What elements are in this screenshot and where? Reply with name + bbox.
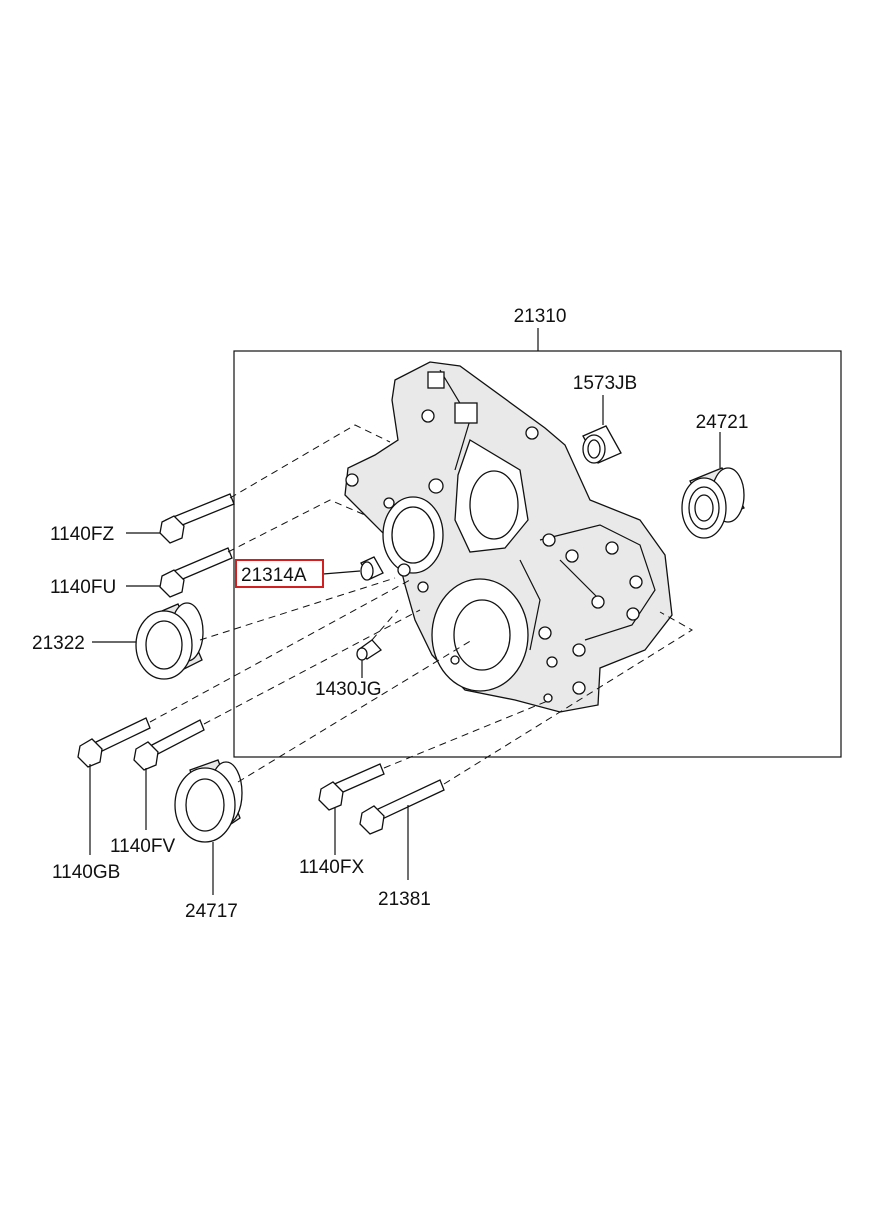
bolt-icon[interactable] [77, 717, 151, 768]
dash-24717 [237, 639, 473, 783]
label-21310[interactable]: 21310 [514, 306, 567, 327]
label-21322[interactable]: 21322 [32, 633, 85, 654]
label-1140fx[interactable]: 1140FX [299, 857, 364, 878]
leader-21314a [322, 570, 361, 575]
label-24721[interactable]: 24721 [696, 412, 749, 433]
dash-1140gb [149, 579, 411, 723]
bearing-icon[interactable] [681, 467, 745, 539]
seal-ring-icon[interactable] [135, 602, 204, 680]
dash-1430jg [371, 609, 399, 641]
bolt-icon[interactable] [159, 547, 233, 598]
label-1573jb[interactable]: 1573JB [573, 373, 637, 394]
dash-1140fv [203, 609, 421, 725]
label-1140fu[interactable]: 1140FU [50, 577, 116, 598]
bolt-icon[interactable] [318, 763, 385, 811]
label-1430jg[interactable]: 1430JG [315, 679, 382, 700]
dowel-pin-icon[interactable] [356, 639, 382, 661]
dash-21322 [199, 577, 396, 641]
bolt-icon[interactable] [359, 779, 445, 835]
dash-1140fx [383, 699, 551, 769]
label-1140gb[interactable]: 1140GB [52, 862, 120, 883]
seal-ring-icon[interactable] [174, 759, 243, 843]
label-1140fz[interactable]: 1140FZ [50, 524, 114, 545]
bolt-icon[interactable] [159, 493, 235, 544]
label-21381[interactable]: 21381 [378, 889, 431, 910]
seal-ring-icon[interactable] [360, 556, 384, 581]
dash-21381 [443, 611, 693, 785]
dash-1140fz [229, 424, 391, 499]
timing-cover-icon[interactable] [344, 361, 673, 713]
label-1140fv[interactable]: 1140FV [110, 836, 175, 857]
label-21314a[interactable]: 21314A [241, 565, 307, 586]
dash-1140fu [227, 499, 366, 553]
highlight-box-21314a [235, 559, 324, 588]
bolt-icon[interactable] [133, 719, 205, 771]
seal-ring-icon[interactable] [582, 425, 622, 464]
label-24717[interactable]: 24717 [185, 901, 238, 922]
